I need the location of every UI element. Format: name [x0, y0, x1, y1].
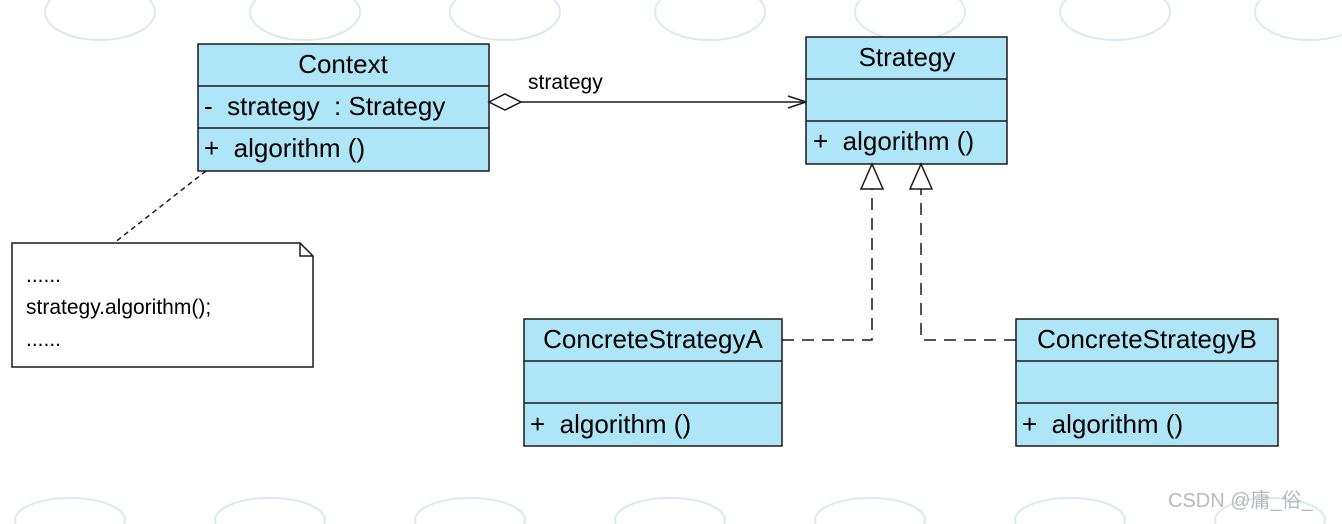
- realization-concrete-b[interactable]: [908, 162, 1016, 341]
- association-role-label: strategy: [528, 71, 603, 94]
- class-concrete-strategy-b[interactable]: ConcreteStrategyB + algorithm (): [1015, 318, 1279, 447]
- class-context-box: [197, 43, 490, 172]
- note[interactable]: ...... strategy.algorithm(); ......: [11, 170, 314, 368]
- class-name: ConcreteStrategyB: [1037, 324, 1257, 354]
- aggregation-diamond-icon: [487, 93, 523, 111]
- credit-watermark: CSDN @庸_俗_: [1168, 490, 1313, 512]
- note-anchor-line: [113, 170, 207, 244]
- class-operation: + algorithm (): [813, 126, 974, 156]
- note-fold-corner: [299, 243, 313, 257]
- realization-concrete-a[interactable]: [782, 162, 885, 341]
- class-concrete-strategy-a-box: [523, 318, 783, 447]
- realization-triangle-icon: [859, 162, 885, 190]
- class-name: ConcreteStrategyA: [543, 324, 763, 354]
- class-operation: + algorithm (): [204, 133, 365, 163]
- note-line: ......: [26, 328, 61, 351]
- class-operation: + algorithm (): [530, 409, 691, 439]
- association-context-strategy[interactable]: strategy: [487, 71, 806, 111]
- class-operation: + algorithm (): [1022, 409, 1183, 439]
- class-concrete-strategy-a[interactable]: ConcreteStrategyA + algorithm (): [523, 318, 783, 447]
- class-strategy[interactable]: Strategy + algorithm (): [805, 36, 1008, 165]
- class-attribute: - strategy : Strategy: [204, 91, 445, 121]
- class-context[interactable]: Context - strategy : Strategy + algorith…: [197, 43, 490, 172]
- class-concrete-strategy-b-box: [1015, 318, 1279, 447]
- note-line: ......: [26, 264, 61, 287]
- class-name: Strategy: [859, 42, 956, 72]
- note-line: strategy.algorithm();: [26, 296, 211, 319]
- note-box: [11, 242, 314, 368]
- class-strategy-box: [805, 36, 1008, 165]
- realization-line: [782, 189, 873, 341]
- realization-line: [920, 189, 1016, 341]
- class-name: Context: [298, 49, 388, 79]
- realization-triangle-icon: [908, 162, 934, 190]
